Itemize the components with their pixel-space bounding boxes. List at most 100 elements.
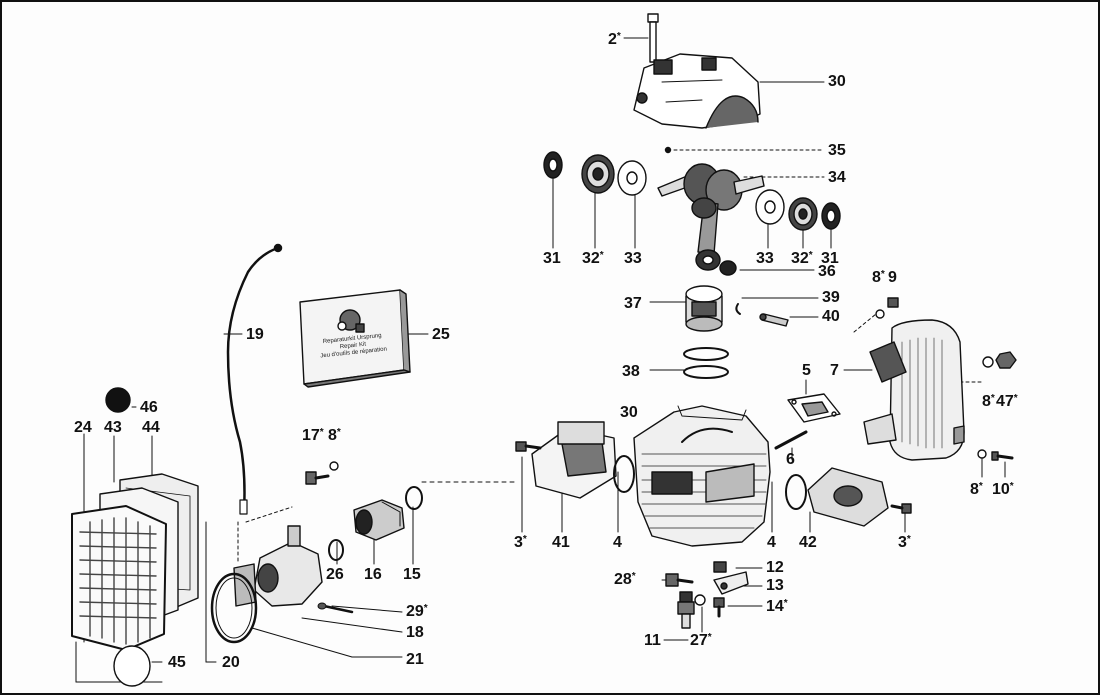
callout-29: 29* [406, 603, 428, 620]
screw-3-left-icon [515, 441, 542, 452]
callout-7: 7 [830, 362, 839, 379]
callout-8-lower: 8* [970, 481, 983, 498]
callout-32-left: 32* [582, 250, 604, 267]
callout-20: 20 [222, 654, 240, 671]
callout-18: 18 [406, 624, 424, 641]
callout-24: 24 [74, 419, 92, 436]
callout-17: 17* [302, 427, 324, 444]
muffler-gasket-5-icon [787, 393, 841, 423]
callout-13: 13 [766, 577, 784, 594]
callout-46: 46 [140, 399, 158, 416]
callout-33-left: 33 [624, 250, 642, 267]
screw-3-right-icon [890, 503, 912, 514]
callout-36: 36 [818, 263, 836, 280]
intake-flange-41-icon [531, 421, 617, 499]
washer-8-top-icon [875, 309, 885, 319]
callout-43: 43 [104, 419, 122, 436]
crankshaft-34-icon [657, 146, 765, 271]
callout-35: 35 [828, 142, 846, 159]
callout-19: 19 [246, 326, 264, 343]
muffler-7-icon [863, 319, 965, 461]
washer-33-right-icon [755, 189, 785, 225]
callout-10: 10* [992, 481, 1014, 498]
nut-12-icon [713, 561, 727, 573]
washer-8-right-icon [982, 356, 994, 368]
callout-12: 12 [766, 559, 784, 576]
piston-pin-40-icon [759, 313, 789, 327]
circlip-39-icon [735, 303, 741, 315]
callout-4-left: 4 [613, 534, 622, 551]
exhaust-flange-42-icon [807, 467, 889, 527]
callout-31-left: 31 [543, 250, 561, 267]
callout-32-right: 32* [791, 250, 813, 267]
bracket-13-icon [713, 571, 749, 595]
gasket-4-right-icon [785, 474, 807, 510]
washer-33-left-icon [617, 160, 647, 196]
callout-8-top: 8* [872, 269, 885, 286]
gasket-4-left-icon [613, 455, 635, 493]
disc-45-icon [113, 645, 151, 687]
callout-5: 5 [802, 362, 811, 379]
callout-28: 28* [614, 571, 636, 588]
cap-46-icon [105, 387, 131, 413]
callout-4-right: 4 [767, 534, 776, 551]
needle-bearing-36-icon [719, 260, 737, 276]
callout-25: 25 [432, 326, 450, 343]
screw-17-icon [305, 471, 330, 485]
stud-6-icon [774, 430, 808, 450]
callout-44: 44 [142, 419, 160, 436]
callout-41: 41 [552, 534, 570, 551]
cylinder-30-icon [633, 405, 771, 547]
spark-plug-11-icon [677, 591, 695, 629]
callout-33-right: 33 [756, 250, 774, 267]
ball-bearing-32-left-icon [581, 154, 615, 194]
callout-3-left: 3* [514, 534, 527, 551]
washer-8-carb-icon [329, 461, 339, 471]
gasket-26-icon [328, 539, 344, 561]
callout-14: 14* [766, 598, 788, 615]
washer-27-icon [694, 594, 706, 606]
piston-rings-38-icon [683, 347, 729, 379]
callout-40: 40 [822, 308, 840, 325]
callout-8-carb: 8* [328, 427, 341, 444]
screw-14-icon [713, 597, 725, 618]
piston-37-icon [685, 285, 723, 332]
screw-28-icon [665, 573, 694, 587]
filter-cover-24-icon [71, 505, 167, 651]
clamp-21-icon [210, 572, 258, 644]
callout-2: 2* [608, 31, 621, 48]
callout-34: 34 [828, 169, 846, 186]
callout-30-top: 30 [828, 73, 846, 90]
throttle-cable-19-icon [226, 243, 283, 515]
ball-bearing-32-right-icon [788, 197, 818, 231]
gasket-15-icon [405, 486, 423, 510]
callout-30-cylinder: 30 [620, 404, 638, 421]
screw-29-icon [317, 602, 354, 614]
callout-16: 16 [364, 566, 382, 583]
bolt-10-icon [991, 451, 1014, 461]
callout-21: 21 [406, 651, 424, 668]
callout-6: 6 [786, 451, 795, 468]
callout-37: 37 [624, 295, 642, 312]
callout-27: 27* [690, 632, 712, 649]
nut-9-icon [887, 297, 899, 308]
repair-kit-box-25-icon [299, 289, 411, 388]
callout-8-right: 8* [982, 393, 995, 410]
callout-31-right: 31 [821, 250, 839, 267]
carburetor-icon [233, 525, 323, 607]
callout-26: 26 [326, 566, 344, 583]
callout-47: 47* [996, 393, 1018, 410]
callout-45: 45 [168, 654, 186, 671]
callout-3-right: 3* [898, 534, 911, 551]
callout-39: 39 [822, 289, 840, 306]
crankcase-half-top-icon [633, 53, 761, 129]
screw-2-icon [647, 13, 659, 63]
washer-8-lower-icon [977, 449, 987, 459]
bearing-31-left-icon [543, 151, 563, 179]
callout-42: 42 [799, 534, 817, 551]
leader-lines [75, 37, 1006, 683]
intake-adapter-16-icon [353, 499, 405, 541]
bearing-31-right-icon [821, 202, 841, 230]
